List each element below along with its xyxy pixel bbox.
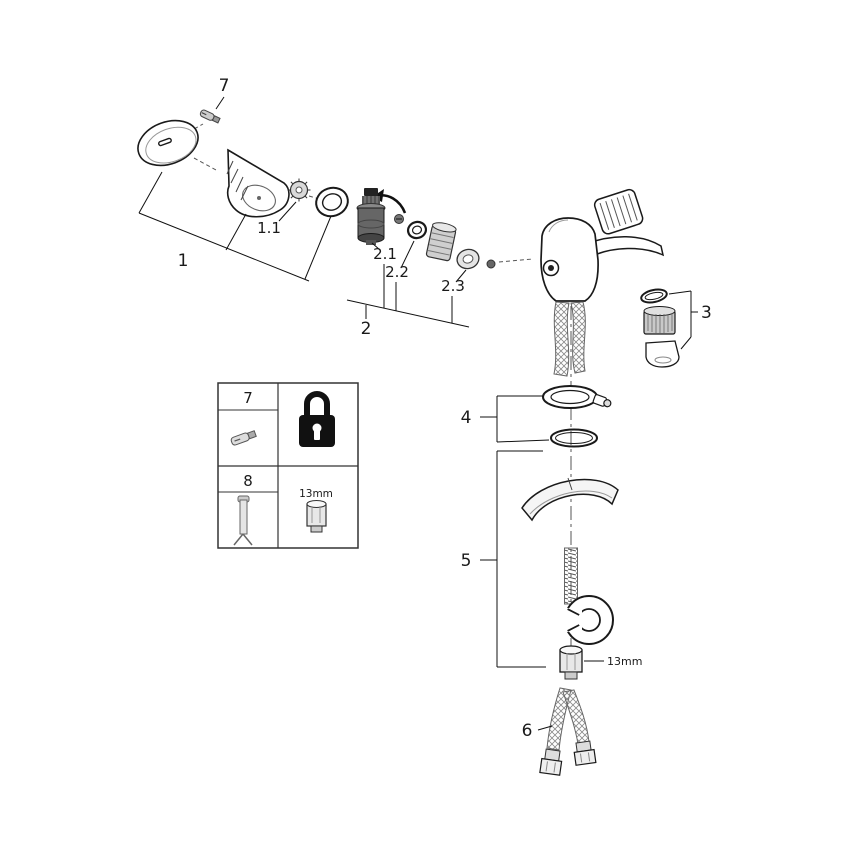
trim-ring-part	[315, 186, 349, 218]
handle-knob-part	[226, 148, 290, 218]
hose-fitting	[573, 740, 597, 766]
o-ring-small-part	[406, 220, 428, 240]
cartridge-sleeve-part	[425, 222, 457, 262]
legend-box: 7 8 13mm	[217, 382, 359, 549]
part2-bracket	[346, 240, 470, 328]
hex-nut-icon	[306, 500, 327, 533]
mounting-fork-part	[556, 595, 614, 645]
mounting-tool-icon	[233, 495, 253, 546]
sleeve-ridges	[428, 232, 454, 256]
upper-braided-hose	[553, 301, 586, 377]
body-shell	[540, 217, 599, 302]
handle-hatching	[226, 160, 249, 201]
callout-line-7	[215, 96, 225, 110]
insert-knurl	[647, 313, 673, 333]
large-o-ring-part	[550, 428, 598, 448]
callout-5: 5	[461, 551, 472, 571]
callout-2-2: 2.2	[385, 263, 409, 281]
callout-3: 3	[701, 303, 712, 323]
disc-part	[456, 248, 480, 270]
spline-adapter-part	[287, 178, 311, 202]
clamp-ring-part	[542, 385, 612, 409]
small-screw-part	[394, 214, 404, 224]
paddle-hatching	[599, 193, 638, 230]
callout-2: 2	[361, 319, 372, 339]
lever-paddle	[593, 188, 644, 235]
aerator-o-ring	[640, 288, 668, 304]
part1-bracket	[138, 171, 332, 282]
ball-part	[486, 259, 496, 269]
callout-line-6	[537, 725, 553, 731]
lever-arm	[585, 236, 665, 259]
part3-bracket	[668, 290, 698, 350]
spline-teeth	[287, 178, 311, 202]
callout-4: 4	[461, 408, 472, 428]
callout-1: 1	[178, 251, 189, 271]
screw-slot	[201, 112, 207, 116]
part4-bracket	[480, 395, 550, 443]
legend-nut-size-label: 13mm	[299, 488, 333, 500]
clamp-screw	[592, 394, 612, 408]
grub-screw-part	[199, 109, 221, 124]
threaded-rod-part	[564, 547, 578, 605]
callout-line-1-1	[278, 201, 297, 222]
mounting-nut-part	[559, 645, 583, 680]
mounting-saddle-part	[521, 477, 619, 522]
callout-2-1: 2.1	[373, 245, 397, 263]
callout-6: 6	[522, 721, 533, 741]
axis-dash-chain-body	[498, 258, 534, 263]
callout-7: 7	[219, 76, 230, 96]
nut-size-label: 13mm	[607, 655, 642, 668]
aerator-insert	[643, 306, 676, 335]
aerator-shell	[645, 340, 680, 368]
callout-2-3: 2.3	[441, 277, 465, 295]
part5-bracket	[480, 450, 546, 668]
legend-row2-label: 8	[243, 472, 253, 490]
padlock-icon	[299, 391, 335, 447]
faucet-body-part	[540, 188, 665, 302]
hose-fitting	[539, 748, 563, 776]
handle-cap-part	[137, 119, 199, 167]
cartridge-part	[356, 188, 386, 245]
cap-slot	[158, 137, 172, 147]
rotation-arrow	[372, 189, 407, 214]
callout-1-1: 1.1	[257, 219, 281, 237]
supply-hose-right	[562, 689, 597, 766]
legend-row1-label: 7	[243, 389, 253, 407]
grub-screw-icon	[230, 430, 257, 446]
